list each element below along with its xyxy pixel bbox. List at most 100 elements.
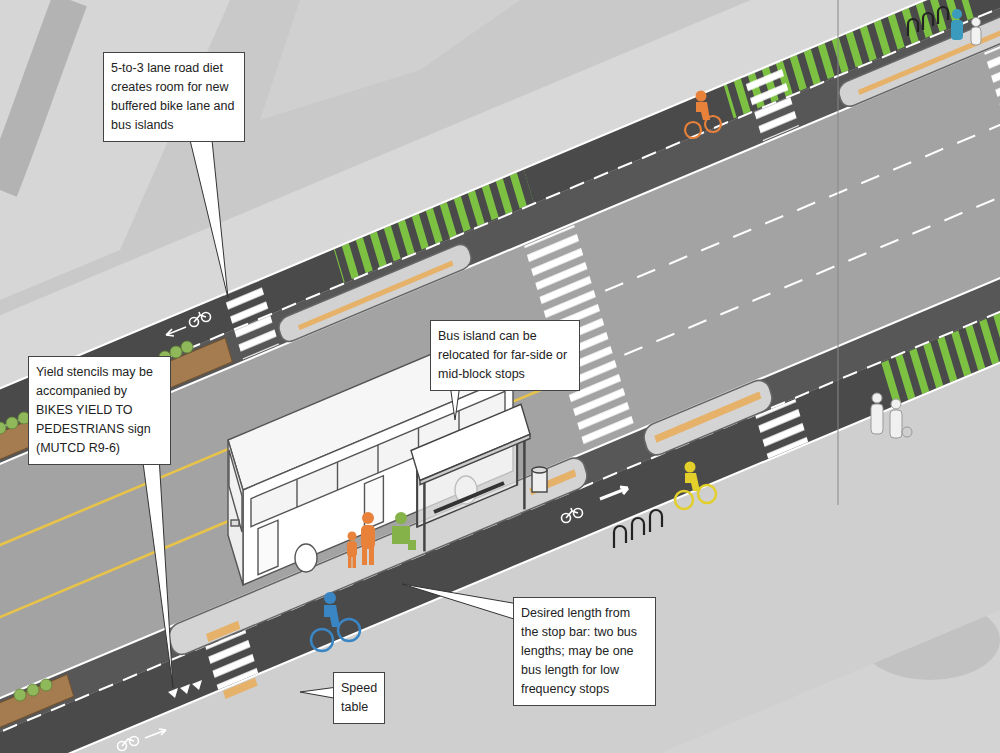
planter-bush	[181, 341, 193, 353]
street-plan	[0, 23, 1000, 753]
bike-rack	[908, 19, 918, 36]
bike-stencil	[566, 508, 578, 518]
callout-text: Speed table	[341, 679, 377, 717]
pedestrian	[392, 526, 416, 550]
bus	[228, 440, 243, 585]
callout-box: Desired length from the stop bar: two bu…	[513, 597, 656, 706]
street-plan	[0, 0, 1000, 632]
planter-bush	[14, 689, 26, 701]
aerial-photo	[0, 0, 70, 190]
street-plan	[624, 0, 1000, 355]
pedestrian	[361, 525, 375, 549]
bike-rack	[614, 7, 948, 548]
bike-rack	[938, 7, 948, 24]
cyclist	[311, 629, 333, 651]
street-plan	[0, 23, 1000, 753]
bus-shelter	[532, 467, 547, 473]
bus-shelter	[420, 434, 530, 484]
pedestrian	[971, 27, 981, 45]
cyclist	[696, 91, 707, 102]
pedestrian	[872, 393, 882, 403]
pedestrian	[347, 541, 357, 557]
callout-text: Yield stencils may be accompanied by BIK…	[36, 363, 163, 458]
yield-stencil	[192, 680, 202, 690]
cyclist	[685, 122, 701, 138]
pedestrian	[362, 547, 367, 565]
bike-rack	[650, 510, 662, 532]
bus-shelter	[523, 438, 526, 509]
pedestrian	[369, 547, 374, 565]
planter-bush	[0, 341, 193, 701]
bike-stencil	[122, 739, 134, 746]
pedestrian	[353, 556, 357, 568]
bus	[295, 544, 317, 572]
planter-bush	[170, 346, 182, 358]
cyclist	[338, 619, 360, 641]
pedestrian	[348, 532, 357, 541]
street-plan	[875, 189, 1000, 408]
cyclist	[696, 102, 710, 120]
bike-stencil	[145, 729, 166, 738]
bus	[377, 445, 378, 473]
cyclist	[311, 91, 721, 652]
bus-shelter	[411, 404, 547, 551]
pedestrian	[951, 20, 963, 40]
cyclist	[685, 473, 700, 491]
street-plan	[654, 392, 761, 443]
bus-shelter	[434, 483, 504, 512]
frame-line	[838, 0, 839, 505]
aerial-photo	[260, 0, 520, 120]
planter-bush	[40, 679, 52, 691]
pedestrian	[972, 18, 981, 27]
callout-text: Desired length from the stop bar: two bu…	[521, 604, 648, 699]
street-plan	[0, 674, 74, 730]
bike-rack	[923, 13, 933, 30]
callout-pointer	[402, 584, 530, 624]
cyclist	[685, 462, 696, 473]
yield-stencil	[180, 684, 190, 694]
cyclist	[698, 485, 716, 503]
callout-pointer	[140, 140, 530, 700]
street-plan	[223, 678, 257, 699]
street-plan	[224, 280, 279, 359]
planter-bush	[0, 422, 6, 434]
street-plan	[641, 376, 775, 459]
callout-text: Bus island can be relocated for far-side…	[438, 327, 572, 384]
bus	[231, 520, 239, 526]
bus-shelter	[423, 480, 426, 551]
yield-stencil	[168, 688, 178, 698]
bus	[337, 462, 338, 490]
cyclist	[675, 491, 693, 509]
bus	[229, 450, 242, 532]
street-plan	[744, 62, 799, 141]
pedestrian	[347, 9, 981, 568]
cyclist	[324, 605, 340, 627]
callout-box: 5-to-3 lane road diet creates room for n…	[103, 52, 245, 142]
street-plan	[836, 6, 1000, 110]
pedestrian	[952, 9, 962, 19]
bike-stencil	[166, 327, 186, 336]
bike-stencil	[194, 312, 206, 322]
street-plan	[984, 32, 1000, 257]
pedestrian	[362, 512, 374, 524]
planter-bush	[6, 417, 18, 429]
cyclist	[324, 592, 336, 604]
bike-stencil	[600, 487, 628, 499]
pedestrian	[871, 404, 883, 434]
street-plan	[605, 0, 1000, 291]
pedestrian	[891, 399, 901, 409]
pedestrian	[890, 410, 902, 438]
callout-box: Bus island can be relocated for far-side…	[430, 320, 580, 391]
bike-rack	[632, 518, 644, 540]
street-plan	[858, 25, 1000, 95]
callout-text: 5-to-3 lane road diet creates room for n…	[111, 59, 237, 135]
planter-bush	[27, 684, 39, 696]
callout-pointer	[140, 440, 173, 688]
pedestrian	[902, 427, 912, 437]
callout-box: Yield stencils may be accompanied by BIK…	[28, 356, 171, 465]
